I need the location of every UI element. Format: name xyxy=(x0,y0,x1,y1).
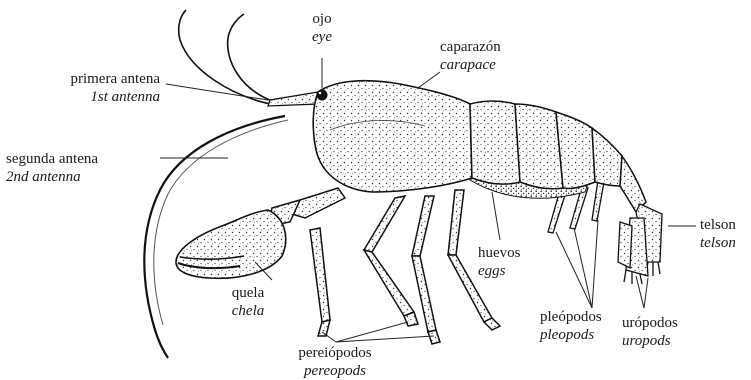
first-antenna-right xyxy=(228,14,275,102)
label-pereopods-en: pereopods xyxy=(280,362,390,380)
label-telson: telson telson xyxy=(700,216,736,252)
label-uropods-es: urópodos xyxy=(622,314,678,332)
label-carapace: caparazón carapace xyxy=(440,38,501,74)
label-chela-es: quela xyxy=(218,284,278,302)
label-chela-en: chela xyxy=(218,302,278,320)
label-eye-en: eye xyxy=(302,28,342,46)
label-first-antenna-es: primera antena xyxy=(0,70,160,88)
label-eye-es: ojo xyxy=(302,10,342,28)
carapace xyxy=(313,81,472,192)
first-antenna-left xyxy=(179,10,270,104)
label-uropods-en: uropods xyxy=(622,332,678,350)
uropods xyxy=(618,218,648,284)
rostrum xyxy=(268,92,318,106)
label-uropods: urópodos uropods xyxy=(622,314,678,350)
label-pleopods-es: pleópodos xyxy=(540,308,602,326)
eye xyxy=(317,90,328,101)
label-eggs-en: eggs xyxy=(478,262,521,280)
label-first-antenna-en: 1st antenna xyxy=(0,88,160,106)
label-second-antenna-en: 2nd antenna xyxy=(6,168,98,186)
label-chela: quela chela xyxy=(218,284,278,320)
label-carapace-en: carapace xyxy=(440,56,501,74)
label-first-antenna: primera antena 1st antenna xyxy=(0,70,160,106)
chela xyxy=(176,210,286,278)
label-telson-es: telson xyxy=(700,216,736,234)
label-telson-en: telson xyxy=(700,234,736,252)
label-pereopods: pereiópodos pereopods xyxy=(280,344,390,380)
label-second-antenna: segunda antena 2nd antenna xyxy=(6,150,98,186)
label-carapace-es: caparazón xyxy=(440,38,501,56)
label-eggs-es: huevos xyxy=(478,244,521,262)
label-eye: ojo eye xyxy=(302,10,342,46)
pereopods xyxy=(310,190,500,344)
label-pleopods: pleópodos pleopods xyxy=(540,308,602,344)
label-pereopods-es: pereiópodos xyxy=(280,344,390,362)
label-second-antenna-es: segunda antena xyxy=(6,150,98,168)
label-eggs: huevos eggs xyxy=(478,244,521,280)
label-pleopods-en: pleopods xyxy=(540,326,602,344)
